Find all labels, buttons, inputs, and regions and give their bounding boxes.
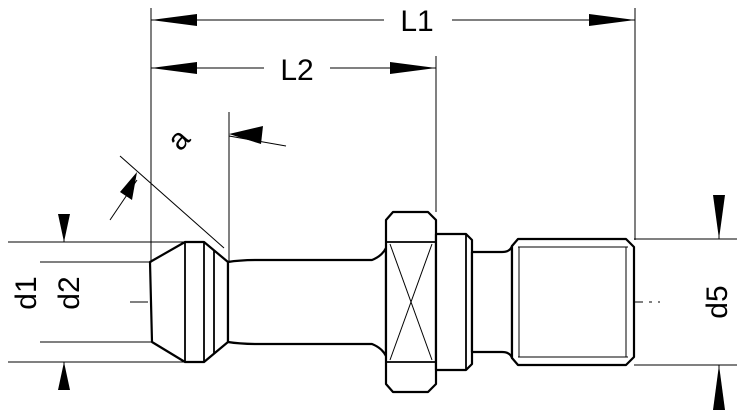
d1-label: d1 bbox=[10, 276, 43, 309]
knob-head bbox=[148, 240, 230, 364]
neck bbox=[226, 246, 388, 358]
l2-label: L2 bbox=[280, 54, 313, 87]
dimension-d1: d1 bbox=[10, 214, 70, 390]
d2-label: d2 bbox=[53, 276, 86, 309]
dimension-l2: L2 bbox=[151, 54, 436, 87]
ext-chamfer bbox=[119, 155, 225, 249]
l2-arrow-left bbox=[151, 62, 197, 74]
d5-arrow-top bbox=[713, 195, 725, 239]
dimension-l1: L1 bbox=[151, 5, 635, 38]
chamfer-arrow-left bbox=[120, 172, 137, 200]
chamfer-arrow-right bbox=[229, 126, 263, 144]
extension-lines bbox=[8, 8, 737, 366]
threaded-shank bbox=[510, 237, 636, 367]
l2-arrow-right bbox=[390, 62, 436, 74]
undercut bbox=[470, 244, 514, 360]
dimension-d5: d5 bbox=[701, 195, 734, 410]
l1-arrow-left bbox=[151, 14, 197, 26]
d5-label: d5 bbox=[701, 285, 734, 318]
l1-arrow-right bbox=[589, 14, 635, 26]
d5-arrow-bottom bbox=[713, 365, 725, 410]
d1-arrow-top bbox=[58, 214, 70, 242]
l1-label: L1 bbox=[400, 5, 433, 38]
pull-stud-part bbox=[148, 210, 636, 394]
d1-arrow-bottom bbox=[58, 362, 70, 390]
dimension-d2: d2 bbox=[53, 276, 86, 309]
chamfer-label: a bbox=[161, 122, 197, 157]
hex-cross-2 bbox=[389, 243, 433, 361]
